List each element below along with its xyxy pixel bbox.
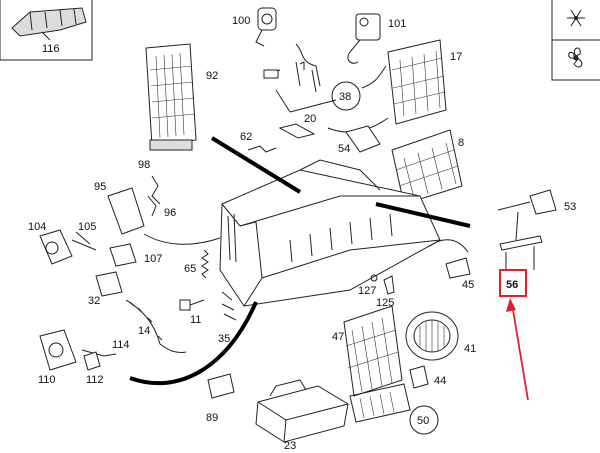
part-92[interactable]: 92 <box>145 43 218 151</box>
legend-box <box>551 0 600 81</box>
callout-41: 41 <box>464 343 476 355</box>
part-125[interactable]: 125 <box>376 275 395 309</box>
part-23[interactable]: 23 <box>255 379 349 452</box>
part-11[interactable]: 11 <box>179 299 205 326</box>
callout-20: 20 <box>304 113 316 125</box>
part-50[interactable]: 50 <box>349 383 439 435</box>
arrow-95 <box>143 233 221 245</box>
leader-main-8 <box>375 202 471 228</box>
part-14[interactable]: 14 <box>125 299 187 353</box>
callout-17: 17 <box>450 51 462 63</box>
part-8[interactable]: 8 <box>391 129 464 205</box>
part-89[interactable]: 89 <box>206 373 235 424</box>
part-56[interactable]: 56 <box>499 246 535 297</box>
part-96[interactable]: 96 <box>147 195 176 219</box>
part-54[interactable]: 54 <box>338 125 381 155</box>
callout-50: 50 <box>417 415 429 427</box>
callout-32: 32 <box>88 295 100 307</box>
part-41[interactable]: 41 <box>405 311 476 361</box>
part-62[interactable]: 62 <box>240 131 277 153</box>
callout-38: 38 <box>339 91 351 103</box>
callout-44: 44 <box>434 375 446 387</box>
part-100[interactable]: 100 <box>232 7 277 47</box>
callout-23: 23 <box>284 440 296 452</box>
callout-56: 56 <box>506 279 518 291</box>
callout-127: 127 <box>358 285 376 297</box>
callout-98: 98 <box>138 159 150 171</box>
part-127[interactable]: 127 <box>358 274 378 297</box>
inset-116[interactable]: 116 <box>0 0 93 61</box>
arrow-45 <box>429 239 469 253</box>
part-53[interactable]: 53 <box>497 189 576 251</box>
snowflake-icon <box>567 9 585 27</box>
arrow-38-17 <box>361 65 387 89</box>
callout-96: 96 <box>164 207 176 219</box>
fan-icon <box>568 47 583 68</box>
part-45[interactable]: 45 <box>445 257 474 291</box>
callout-116: 116 <box>42 43 60 55</box>
callout-89: 89 <box>206 412 218 424</box>
part-104[interactable]: 104 <box>28 221 73 265</box>
part-38[interactable]: 38 <box>263 61 361 113</box>
part-110[interactable]: 110 <box>38 329 77 386</box>
callout-114: 114 <box>112 339 130 351</box>
part-98[interactable]: 98 <box>138 159 161 205</box>
callout-47: 47 <box>332 331 344 343</box>
part-112[interactable]: 112 <box>83 351 104 386</box>
callout-110: 110 <box>38 374 56 386</box>
part-20[interactable]: 20 <box>278 113 316 139</box>
callout-62: 62 <box>240 131 252 143</box>
part-114[interactable]: 114 <box>81 339 130 357</box>
callout-35: 35 <box>218 333 230 345</box>
part-95[interactable]: 95 <box>94 181 145 235</box>
part-101[interactable]: 101 <box>347 13 406 64</box>
part-44[interactable]: 44 <box>409 365 446 389</box>
part-35[interactable]: 35 <box>218 291 237 345</box>
callout-125: 125 <box>376 297 394 309</box>
callout-95: 95 <box>94 181 106 193</box>
part-107[interactable]: 107 <box>109 243 162 267</box>
callout-54: 54 <box>338 143 350 155</box>
callout-104: 104 <box>28 221 46 233</box>
highlight-arrow <box>506 298 529 401</box>
callout-112: 112 <box>86 374 104 386</box>
part-32[interactable]: 32 <box>88 271 123 307</box>
callout-92: 92 <box>206 70 218 82</box>
part-47[interactable]: 47 <box>332 305 403 397</box>
callout-8: 8 <box>458 137 464 149</box>
part-65[interactable]: 65 <box>184 249 209 279</box>
highlight-box-56 <box>499 269 527 297</box>
main-housing[interactable] <box>219 159 441 307</box>
leader-89 <box>129 301 258 386</box>
callout-107: 107 <box>144 253 162 265</box>
cable-100 <box>295 43 321 87</box>
callout-100: 100 <box>232 15 250 27</box>
callout-105: 105 <box>78 221 96 233</box>
callout-53: 53 <box>564 201 576 213</box>
callout-65: 65 <box>184 263 196 275</box>
callout-11: 11 <box>190 314 201 326</box>
part-17[interactable]: 17 <box>387 39 462 125</box>
leader-92 <box>210 136 302 194</box>
callout-45: 45 <box>462 279 474 291</box>
callout-14: 14 <box>138 325 150 337</box>
callout-101: 101 <box>388 18 406 30</box>
part-105[interactable]: 105 <box>71 221 96 251</box>
